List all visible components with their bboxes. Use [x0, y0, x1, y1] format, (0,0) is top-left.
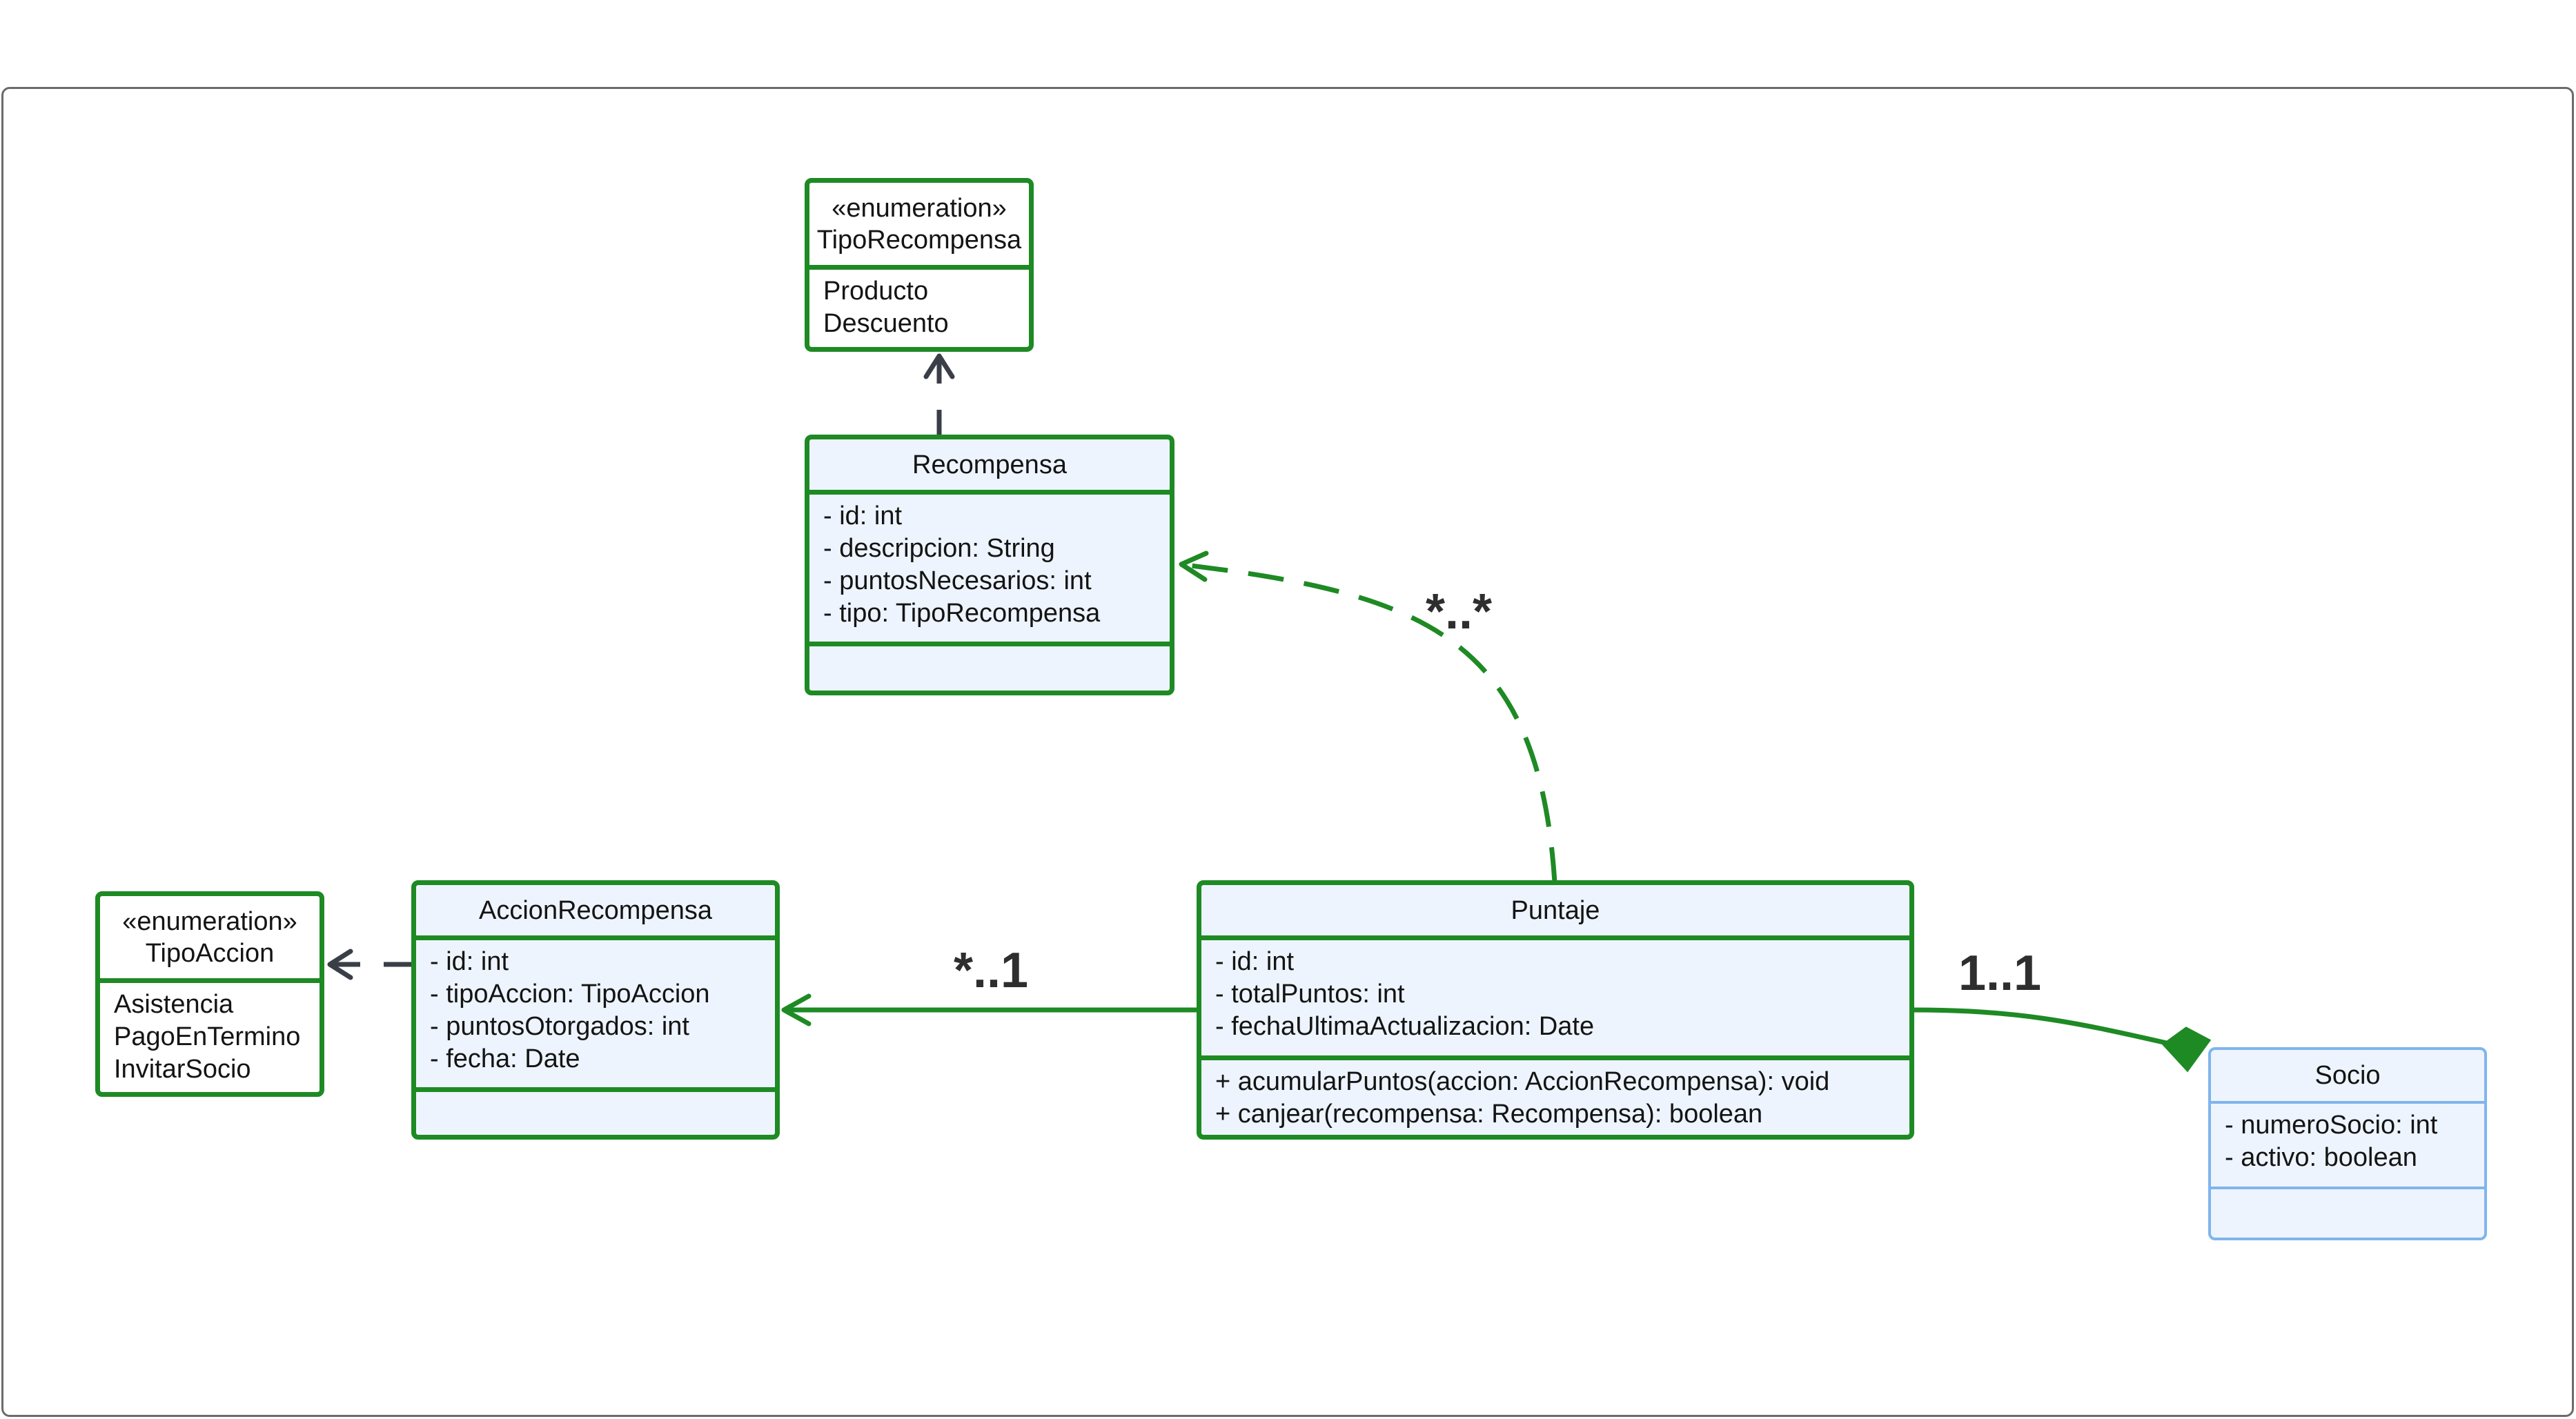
attribute: - tipo: TipoRecompensa [823, 599, 1101, 628]
class-name: TipoAccion [145, 938, 275, 968]
composition-puntaje-socio [1911, 1007, 2167, 1046]
class-name: Puntaje [1511, 895, 1600, 925]
attribute: - totalPuntos: int [1215, 980, 1405, 1009]
enum-value: Producto [823, 277, 929, 306]
class-name: TipoRecompensa [816, 225, 1022, 255]
class-header: Recompensa [809, 439, 1170, 495]
enum-value: PagoEnTermino [114, 1022, 301, 1051]
class-header: «enumeration» TipoRecompensa [809, 183, 1029, 270]
attribute: - id: int [1215, 947, 1295, 976]
method-section [2211, 1189, 2484, 1195]
dependency-puntaje-recompensa [1179, 562, 1557, 884]
class-accionrecompensa[interactable]: AccionRecompensa - id: int - tipoAccion:… [411, 880, 780, 1140]
method: + canjear(recompensa: Recompensa): boole… [1215, 1100, 1763, 1129]
attribute: - puntosNecesarios: int [823, 566, 1092, 595]
class-header: Socio [2211, 1050, 2484, 1104]
class-tipoaccion[interactable]: «enumeration» TipoAccion Asistencia Pago… [95, 891, 324, 1097]
enum-value: Descuento [823, 309, 949, 338]
diagram-frame [1, 87, 2574, 1417]
method: + acumularPuntos(accion: AccionRecompens… [1215, 1067, 1830, 1096]
attribute-section: - id: int - descripcion: String - puntos… [809, 495, 1170, 646]
arrowhead-tiporecompensa [923, 353, 955, 379]
attribute: - tipoAccion: TipoAccion [430, 980, 710, 1009]
class-name: Recompensa [912, 450, 1067, 479]
attribute-section: - id: int - totalPuntos: int - fechaUlti… [1201, 940, 1909, 1060]
enum-values: Asistencia PagoEnTermino InvitarSocio [100, 983, 319, 1086]
attribute: - activo: boolean [2225, 1143, 2417, 1172]
attribute: - descripcion: String [823, 534, 1055, 563]
attribute: - fecha: Date [430, 1044, 580, 1073]
method-section: + acumularPuntos(accion: AccionRecompens… [1201, 1060, 1909, 1131]
method-section [809, 646, 1170, 652]
composition-diamond [2161, 1026, 2212, 1073]
attribute-section: - numeroSocio: int - activo: boolean [2211, 1104, 2484, 1189]
class-puntaje[interactable]: Puntaje - id: int - totalPuntos: int - f… [1197, 880, 1914, 1140]
attribute: - puntosOtorgados: int [430, 1012, 689, 1041]
multiplicity-puntaje-socio: 1..1 [1958, 946, 2042, 1001]
class-header: «enumeration» TipoAccion [100, 896, 319, 983]
attribute: - numeroSocio: int [2225, 1111, 2438, 1140]
enum-value: Asistencia [114, 990, 234, 1019]
arrowhead-recompensa [1179, 550, 1209, 582]
attribute: - id: int [430, 947, 509, 976]
class-name: Socio [2314, 1061, 2381, 1090]
class-header: AccionRecompensa [416, 885, 775, 940]
multiplicity-puntaje-accion: *..1 [954, 943, 1029, 998]
multiplicity-puntaje-recompensa: *..* [1426, 584, 1493, 639]
class-name: AccionRecompensa [479, 895, 712, 925]
arrowhead-accionrecompensa [781, 993, 812, 1026]
class-recompensa[interactable]: Recompensa - id: int - descripcion: Stri… [805, 435, 1174, 695]
class-header: Puntaje [1201, 885, 1909, 940]
arrowhead-tipoaccion [327, 949, 353, 980]
method-section [416, 1092, 775, 1098]
class-tiporecompensa[interactable]: «enumeration» TipoRecompensa Producto De… [805, 178, 1034, 352]
attribute-section: - id: int - tipoAccion: TipoAccion - pun… [416, 940, 775, 1092]
enum-values: Producto Descuento [809, 270, 1029, 340]
attribute: - fechaUltimaActualizacion: Date [1215, 1012, 1595, 1041]
enum-value: InvitarSocio [114, 1055, 251, 1084]
attribute: - id: int [823, 502, 903, 530]
stereotype-label: «enumeration» [832, 193, 1007, 223]
class-socio[interactable]: Socio - numeroSocio: int - activo: boole… [2208, 1047, 2487, 1240]
stereotype-label: «enumeration» [122, 906, 297, 936]
